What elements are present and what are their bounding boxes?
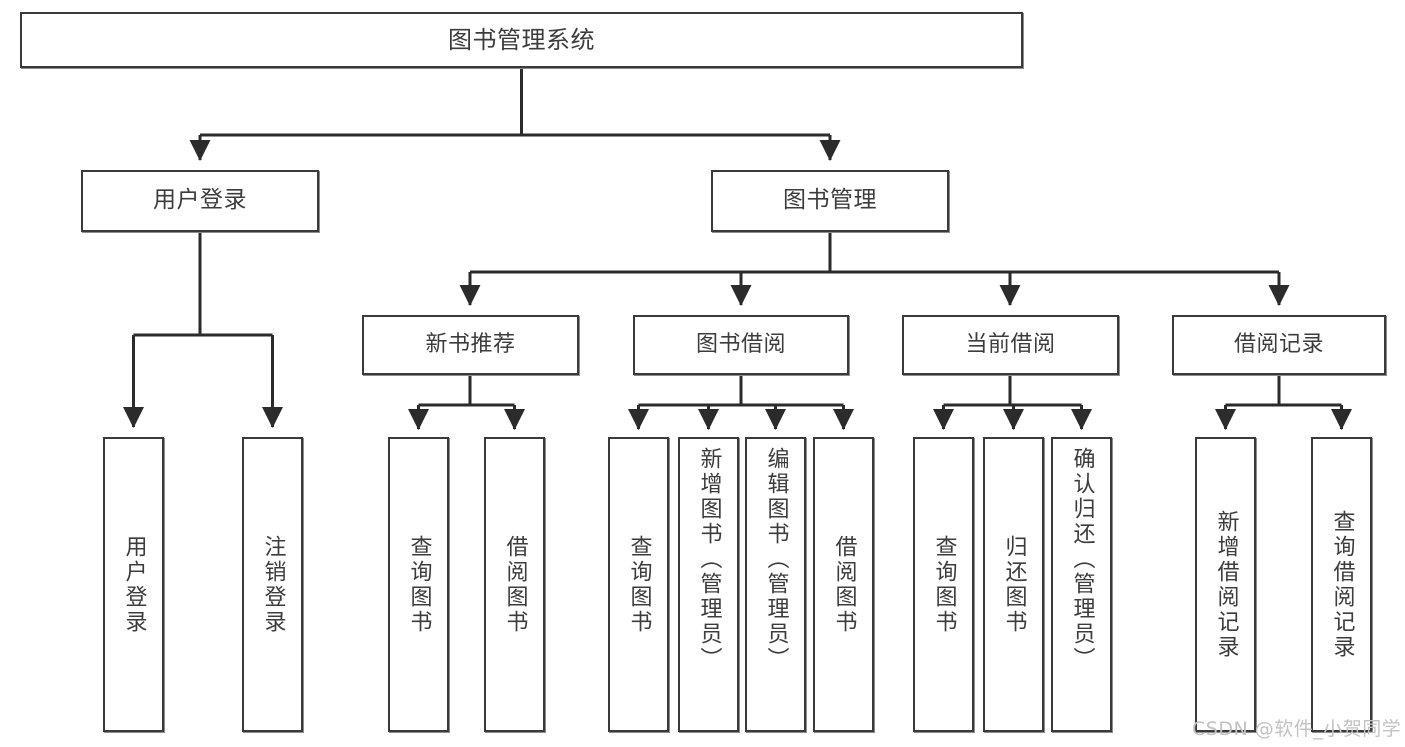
leaf-edit-book-admin-label: 编辑图书（管理员） — [763, 447, 789, 672]
leaf-borrow-book-label: 借阅图书 — [831, 534, 857, 635]
leaf-add-borrow-record[interactable]: 新增借阅记录 — [1195, 437, 1256, 732]
leaf-borrow-book[interactable]: 借阅图书 — [813, 437, 874, 732]
node-user-login-label: 用户登录 — [153, 187, 247, 214]
leaf-query-book-recommend-label: 查询图书 — [406, 534, 432, 635]
leaf-borrow-book-recommend-label: 借阅图书 — [502, 534, 528, 635]
csdn-watermark: CSDN @软件_小贺同学 — [1192, 718, 1402, 740]
leaf-user-login[interactable]: 用户登录 — [103, 437, 164, 732]
node-book-borrow-label: 图书借阅 — [695, 331, 786, 357]
leaf-query-borrow-record-label: 查询借阅记录 — [1329, 509, 1355, 660]
leaf-add-book-admin-label: 新增图书（管理员） — [696, 447, 722, 672]
leaf-logout[interactable]: 注销登录 — [242, 437, 303, 732]
leaf-query-borrow-record[interactable]: 查询借阅记录 — [1311, 437, 1372, 732]
node-book-management[interactable]: 图书管理 — [711, 170, 949, 232]
leaf-query-book-recommend[interactable]: 查询图书 — [388, 437, 449, 732]
leaf-add-book-admin[interactable]: 新增图书（管理员） — [678, 437, 739, 732]
node-borrow-record[interactable]: 借阅记录 — [1172, 315, 1386, 375]
node-root[interactable]: 图书管理系统 — [20, 12, 1023, 68]
leaf-query-book-borrow-label: 查询图书 — [626, 534, 652, 635]
node-user-login[interactable]: 用户登录 — [81, 170, 319, 232]
node-borrow-record-label: 借阅记录 — [1233, 331, 1324, 357]
node-book-borrow[interactable]: 图书借阅 — [633, 315, 849, 375]
leaf-add-borrow-record-label: 新增借阅记录 — [1213, 509, 1239, 660]
leaf-query-book-current-label: 查询图书 — [931, 534, 957, 635]
leaf-confirm-return-admin-label: 确认归还（管理员） — [1069, 447, 1095, 672]
leaf-query-book-borrow[interactable]: 查询图书 — [608, 437, 669, 732]
leaf-return-book-label: 归还图书 — [1001, 534, 1027, 635]
leaf-return-book[interactable]: 归还图书 — [983, 437, 1044, 732]
node-book-management-label: 图书管理 — [783, 187, 877, 214]
node-new-book-recommend[interactable]: 新书推荐 — [362, 315, 579, 375]
leaf-borrow-book-recommend[interactable]: 借阅图书 — [484, 437, 545, 732]
node-root-label: 图书管理系统 — [448, 25, 595, 54]
leaf-query-book-current[interactable]: 查询图书 — [913, 437, 974, 732]
node-current-borrow-label: 当前借阅 — [965, 331, 1056, 357]
leaf-edit-book-admin[interactable]: 编辑图书（管理员） — [745, 437, 806, 732]
leaf-user-login-label: 用户登录 — [121, 534, 147, 635]
node-current-borrow[interactable]: 当前借阅 — [902, 315, 1119, 375]
node-new-book-recommend-label: 新书推荐 — [425, 331, 516, 357]
leaf-confirm-return-admin[interactable]: 确认归还（管理员） — [1051, 437, 1112, 732]
leaf-logout-label: 注销登录 — [260, 534, 286, 635]
